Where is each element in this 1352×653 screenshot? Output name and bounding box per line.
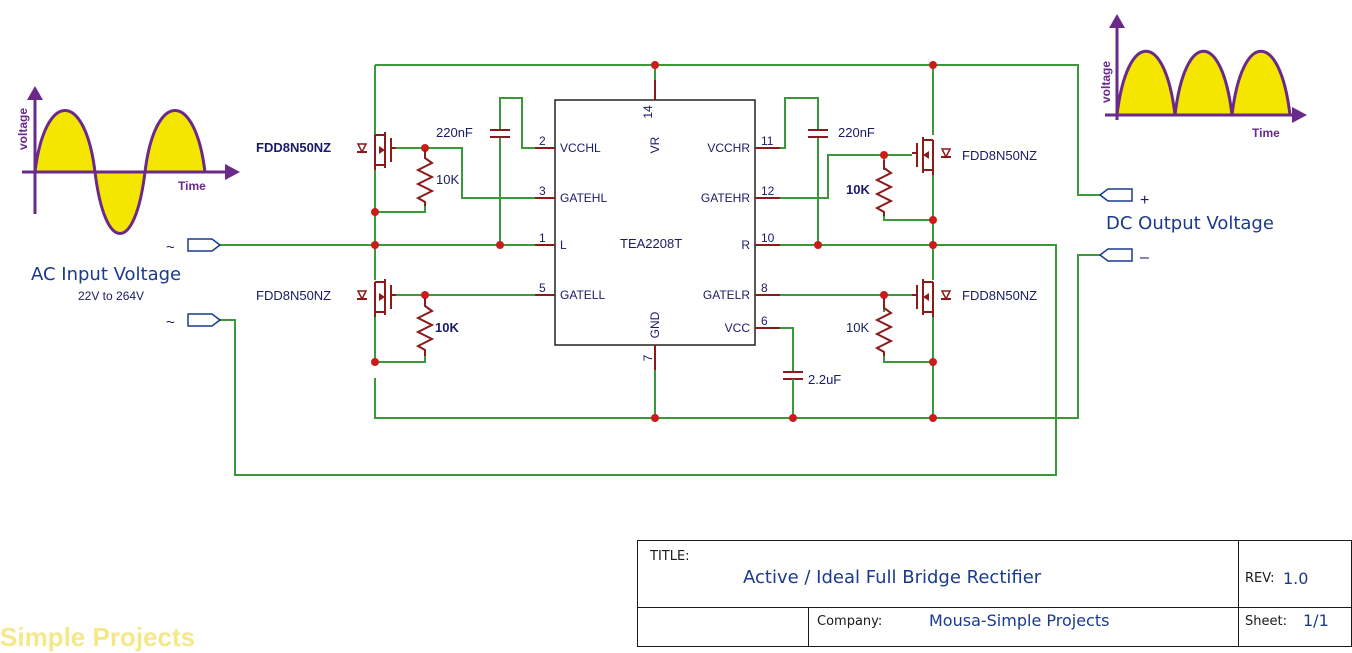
ic-pin-label-gatelr: GATELR <box>703 288 750 302</box>
capacitor-left-boot <box>490 129 510 138</box>
ac-wave-positive-half <box>33 109 97 174</box>
title-block-title: Active / Ideal Full Bridge Rectifier <box>743 567 1042 588</box>
mosfet-left-low <box>356 279 396 317</box>
ic-pin-label-gnd: GND <box>648 311 662 338</box>
title-block-title-label: TITLE: <box>650 549 690 564</box>
wires <box>220 64 1100 476</box>
ic-pin-label-vcc: VCC <box>725 321 751 335</box>
ic-pin-num-2: 2 <box>539 134 546 148</box>
dc-plus-sign: + <box>1140 192 1149 209</box>
ic-pin-num-3: 3 <box>539 184 546 198</box>
mosfet-label-left-high: FDD8N50NZ <box>256 140 331 155</box>
dc-wave-hump-2 <box>1173 50 1234 117</box>
ac-input-port-2 <box>187 313 222 327</box>
ic-pin-label-gatell: GATELL <box>560 288 605 302</box>
dc-output-title: DC Output Voltage <box>1106 213 1274 234</box>
capacitor-label-left-boot: 220nF <box>436 125 473 140</box>
ac-wave-negative-half <box>93 170 147 235</box>
resistor-left-low <box>415 298 435 356</box>
ac-x-arrow <box>225 164 240 180</box>
ic-pin-label-vcchl: VCCHL <box>560 141 601 155</box>
ac-input-range: 22V to 264V <box>78 289 144 303</box>
ic-pin-label-gatehl: GATEHL <box>560 191 607 205</box>
ic-pin-num-11: 11 <box>761 134 774 148</box>
dc-waveform-graph: voltage Time <box>1099 14 1307 140</box>
ac-symbol-1: ~ <box>166 239 175 256</box>
ic-tea2208t: TEA2208T 2 VCCHL 3 GATEHL 1 L 5 GATELL 1… <box>535 80 780 370</box>
ic-pin-num-7: 7 <box>641 354 655 361</box>
ic-pin-num-14: 14 <box>641 105 655 119</box>
mosfet-right-high <box>912 137 952 175</box>
title-block-rev-cell: REV: 1.0 <box>1238 540 1352 608</box>
ic-pin-num-12: 12 <box>761 184 775 198</box>
ac-waveform-graph: voltage Time <box>16 86 240 235</box>
resistor-label-right-high: 10K <box>846 182 870 197</box>
mosfet-label-left-low: FDD8N50NZ <box>256 288 331 303</box>
ic-pin-num-5: 5 <box>539 281 546 295</box>
resistor-label-left-low: 10K <box>435 320 459 335</box>
ic-pin-num-10: 10 <box>761 231 775 245</box>
capacitor-label-vcc: 2.2uF <box>808 372 841 387</box>
title-block: TITLE: Active / Ideal Full Bridge Rectif… <box>637 540 1352 647</box>
ic-pin-label-vr: VR <box>648 136 662 153</box>
ac-wave-positive-half-2 <box>143 109 207 174</box>
ac-input-port-1 <box>187 238 222 252</box>
capacitor-right-boot <box>808 129 828 138</box>
dc-x-label: Time <box>1252 126 1280 140</box>
ic-pin-num-6: 6 <box>761 314 768 328</box>
title-block-title-cell: TITLE: Active / Ideal Full Bridge Rectif… <box>637 540 1239 608</box>
ic-name: TEA2208T <box>620 236 682 251</box>
title-block-empty-cell <box>637 607 809 647</box>
dc-y-arrow <box>1109 14 1125 28</box>
capacitor-vcc <box>783 371 803 392</box>
title-block-company-cell: Company: Mousa-Simple Projects <box>808 607 1239 647</box>
ic-pin-label-vcchr: VCCHR <box>707 141 750 155</box>
ic-pin-num-8: 8 <box>761 281 768 295</box>
resistor-label-left-high: 10K <box>436 172 459 187</box>
ic-pin-label-l: L <box>560 238 567 252</box>
ic-pin-label-r: R <box>741 238 750 252</box>
title-block-company: Mousa-Simple Projects <box>929 611 1110 630</box>
resistor-left-high <box>415 150 435 206</box>
dc-wave-hump-3 <box>1230 50 1292 117</box>
title-block-sheet-cell: Sheet: 1/1 <box>1238 607 1352 647</box>
title-block-sheet: 1/1 <box>1303 611 1329 630</box>
title-block-rev-label: REV: <box>1245 571 1275 586</box>
title-block-rev: 1.0 <box>1283 569 1309 588</box>
dc-wave-hump-1 <box>1115 50 1177 117</box>
ac-y-arrow <box>27 86 43 100</box>
resistor-right-high <box>874 160 894 216</box>
title-block-sheet-label: Sheet: <box>1245 614 1287 629</box>
dc-minus-sign: – <box>1140 249 1149 266</box>
capacitor-label-right-boot: 220nF <box>838 125 875 140</box>
mosfet-label-right-high: FDD8N50NZ <box>962 148 1037 163</box>
dc-y-label: voltage <box>1099 61 1113 103</box>
watermark: Simple Projects <box>0 622 196 652</box>
resistor-label-right-low: 10K <box>846 320 869 335</box>
dc-x-arrow <box>1292 107 1307 123</box>
ac-y-label: voltage <box>16 108 30 150</box>
resistor-right-low <box>874 298 894 356</box>
mosfet-label-right-low: FDD8N50NZ <box>962 288 1037 303</box>
dc-output-port-minus <box>1098 248 1133 262</box>
ac-x-label: Time <box>178 179 206 193</box>
ic-pin-num-1: 1 <box>539 231 546 245</box>
ic-pin-label-gatehr: GATEHR <box>701 191 750 205</box>
title-block-company-label: Company: <box>817 614 883 629</box>
junctions <box>371 61 937 422</box>
schematic-diagram: voltage Time voltage Time <box>16 14 1307 476</box>
mosfet-right-low <box>912 279 952 317</box>
ac-symbol-2: ~ <box>166 314 175 331</box>
dc-output-port-plus <box>1098 188 1133 202</box>
mosfet-left-high <box>356 132 396 170</box>
ac-input-title: AC Input Voltage <box>31 264 181 285</box>
